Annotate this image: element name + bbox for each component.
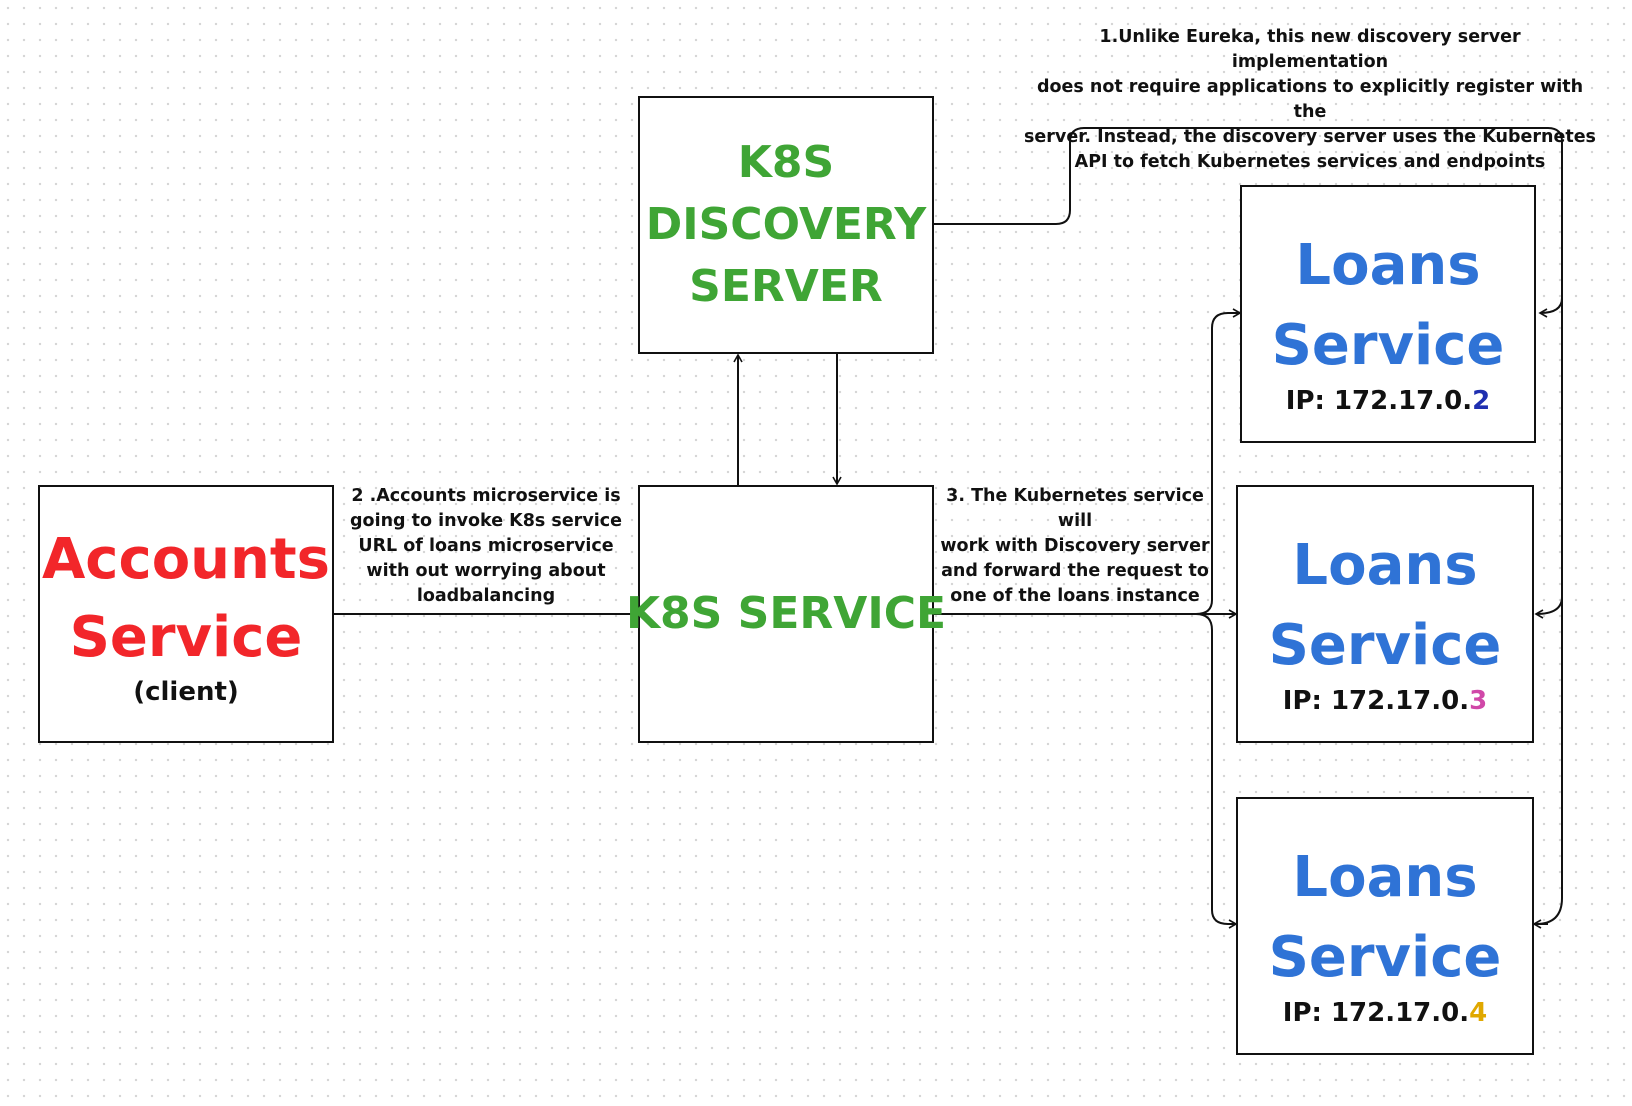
note-accounts-invokes-service: 2 .Accounts microservice is going to inv… bbox=[346, 484, 626, 609]
note2-line: going to invoke K8s service bbox=[350, 511, 622, 531]
loans-service-title-line: Service bbox=[1271, 313, 1505, 378]
note2-line: with out worrying about bbox=[366, 561, 606, 581]
ip-suffix: 3 bbox=[1469, 686, 1488, 716]
discovery-server-title-line: DISCOVERY bbox=[645, 199, 927, 250]
loans-service-instance-3[interactable]: Loans Service IP: 172.17.0.4 bbox=[1236, 797, 1534, 1055]
note-service-forwards-request: 3. The Kubernetes service will work with… bbox=[934, 484, 1216, 609]
note3-line: 3. The Kubernetes service will bbox=[946, 486, 1204, 531]
ip-suffix: 2 bbox=[1472, 386, 1491, 416]
note2-line: URL of loans microservice bbox=[358, 536, 614, 556]
loans-service-ip: IP: 172.17.0.4 bbox=[1283, 998, 1487, 1028]
discovery-to-loans-fetch-line bbox=[934, 127, 1563, 925]
note2-line: loadbalancing bbox=[416, 586, 556, 606]
ip-prefix: IP: 172.17.0. bbox=[1282, 998, 1470, 1028]
loans-service-title-line: Loans bbox=[1292, 845, 1478, 910]
ip-prefix: IP: 172.17.0. bbox=[1285, 386, 1473, 416]
loans-service-title-line: Service bbox=[1268, 925, 1502, 990]
ip-prefix: IP: 172.17.0. bbox=[1282, 686, 1470, 716]
k8s-service-to-loans-1-arrow bbox=[1195, 308, 1242, 615]
note1-line: 1.Unlike Eureka, this new discovery serv… bbox=[1099, 27, 1521, 72]
loans-service-title-line: Loans bbox=[1292, 533, 1478, 598]
accounts-service-client-label: (client) bbox=[133, 677, 239, 707]
accounts-service-node[interactable]: Accounts Service (client) bbox=[38, 485, 334, 743]
note3-line: work with Discovery server bbox=[940, 536, 1210, 556]
k8s-service-title: K8S SERVICE bbox=[625, 588, 947, 639]
accounts-service-title-line: Accounts bbox=[41, 527, 331, 592]
loans-service-ip: IP: 172.17.0.2 bbox=[1286, 386, 1490, 416]
fetch-to-loans-2-arrow bbox=[1534, 596, 1563, 619]
k8s-service-to-loans-3-arrow bbox=[1195, 613, 1238, 929]
note3-line: one of the loans instance bbox=[950, 586, 1200, 606]
note1-line: API to fetch Kubernetes services and end… bbox=[1074, 152, 1546, 172]
k8s-service-node[interactable]: K8S SERVICE bbox=[626, 485, 946, 743]
note1-line: server. Instead, the discovery server us… bbox=[1024, 127, 1596, 147]
ip-suffix: 4 bbox=[1469, 998, 1488, 1028]
note1-line: does not require applications to explici… bbox=[1036, 77, 1584, 122]
note2-line: 2 .Accounts microservice is bbox=[351, 486, 621, 506]
fetch-to-loans-1-arrow bbox=[1538, 297, 1563, 318]
loans-service-instance-2[interactable]: Loans Service IP: 172.17.0.3 bbox=[1236, 485, 1534, 743]
loans-service-ip: IP: 172.17.0.3 bbox=[1283, 686, 1487, 716]
note3-line: and forward the request to bbox=[941, 561, 1209, 581]
loans-service-title-line: Loans bbox=[1295, 233, 1481, 298]
discovery-server-title-line: K8S bbox=[737, 137, 835, 188]
k8s-discovery-server-node[interactable]: K8S DISCOVERY SERVER bbox=[638, 96, 934, 354]
loans-service-title-line: Service bbox=[1268, 613, 1502, 678]
discovery-server-title-line: SERVER bbox=[689, 261, 883, 312]
accounts-service-title-line: Service bbox=[69, 605, 303, 670]
loans-service-instance-1[interactable]: Loans Service IP: 172.17.0.2 bbox=[1240, 185, 1536, 443]
note-discovery-server-explanation: 1.Unlike Eureka, this new discovery serv… bbox=[1020, 25, 1600, 175]
